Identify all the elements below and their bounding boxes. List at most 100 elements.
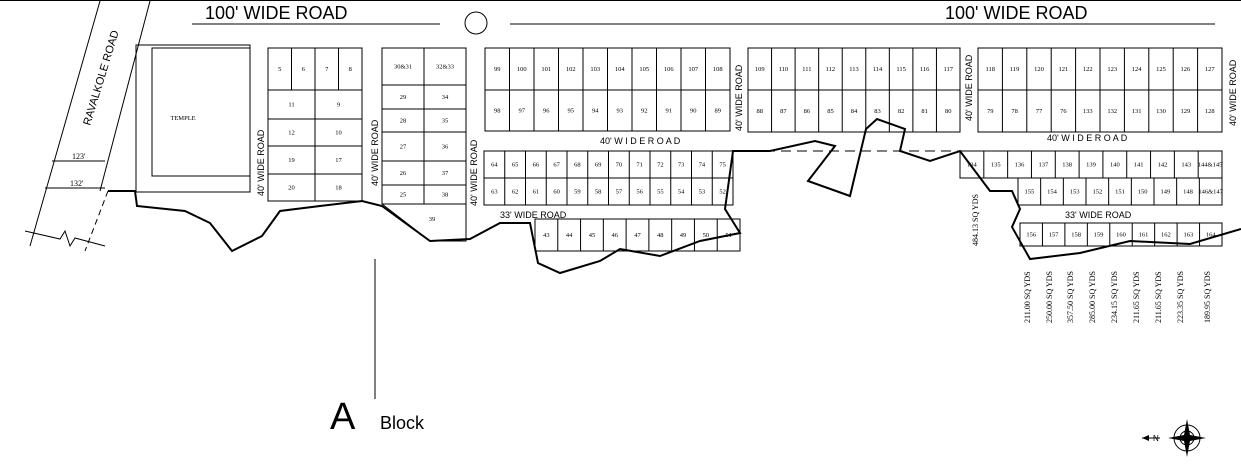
plot-label: 71 <box>636 162 643 169</box>
plot-label: 54 <box>678 189 685 196</box>
plot-area-label: 211.65 SQ YDS <box>1132 271 1141 323</box>
plot-label: 10 <box>335 130 342 137</box>
plot-label: 141 <box>1134 162 1144 169</box>
plot-label: 96 <box>543 108 550 115</box>
plot-label: 127 <box>1205 66 1216 73</box>
plot-area-label: 250.00 SQ YDS <box>1045 271 1054 323</box>
plot-label: 91 <box>666 108 673 115</box>
ravalkole-road-edge <box>84 190 109 252</box>
plot-label: 142 <box>1158 162 1168 169</box>
plot-label: 81 <box>921 108 928 115</box>
plot-area-label: 223.35 SQ YDS <box>1176 271 1185 323</box>
plot-label: 28 <box>400 118 407 125</box>
plot-label: 52 <box>719 189 726 196</box>
plot-label: 154 <box>1047 189 1058 196</box>
block-word: Block <box>380 413 425 433</box>
plot-label: 120 <box>1034 66 1044 73</box>
plot-label: 34 <box>442 94 449 101</box>
plot-label: 83 <box>874 108 881 115</box>
roundabout-circle <box>464 11 488 35</box>
plot-label: 94 <box>592 108 599 115</box>
plot-label: 11 <box>288 102 294 109</box>
plot-label: 19 <box>288 157 295 164</box>
plot-label: 87 <box>780 108 787 115</box>
plot-label: 85 <box>827 108 834 115</box>
plot-label: 123 <box>1107 66 1117 73</box>
plot-area-label: 234.15 SQ YDS <box>1110 271 1119 323</box>
plot-label: 64 <box>491 162 498 169</box>
plot-label: 73 <box>678 162 685 169</box>
plot-label: 70 <box>616 162 623 169</box>
plot-label: 153 <box>1070 189 1080 196</box>
plot-label: 53 <box>699 189 706 196</box>
plot-label: 63 <box>491 189 498 196</box>
break-line <box>24 229 106 248</box>
plot-label: 113 <box>849 66 859 73</box>
plot-label: 114 <box>873 66 883 73</box>
plot-label: 129 <box>1181 108 1191 115</box>
plot-label: 92 <box>641 108 648 115</box>
plot-label: 57 <box>616 189 623 196</box>
plot-area-label: 285.00 SQ YDS <box>1088 271 1097 323</box>
plot-label: 133 <box>1083 108 1093 115</box>
dimension-132: 132' <box>70 179 84 188</box>
road-label-40ft-horizontal: 40' W I D E R O A D <box>600 136 681 146</box>
plot-label: 149 <box>1160 189 1170 196</box>
plot-label: 118 <box>985 66 995 73</box>
plot-label: 61 <box>533 189 540 196</box>
plot-label: 156 <box>1026 232 1037 239</box>
plot-label: 162 <box>1161 232 1171 239</box>
plot-label: 66 <box>533 162 540 169</box>
plot-label: 161 <box>1139 232 1149 239</box>
plot-label: 18 <box>335 185 342 192</box>
road-label-33ft: 33' WIDE ROAD <box>500 210 567 220</box>
plot-label: 20 <box>288 185 295 192</box>
temple-label: TEMPLE <box>170 115 195 122</box>
plot-label: 67 <box>553 162 560 169</box>
plot-area-label: 484.13 SQ YDS <box>971 194 980 246</box>
plot-label: 5 <box>278 66 281 73</box>
plot-label: 119 <box>1010 66 1020 73</box>
plot-label: 84 <box>851 108 858 115</box>
plot-label: 104 <box>615 66 626 73</box>
plot-label: 46 <box>611 232 618 239</box>
plot-label: 58 <box>595 189 602 196</box>
plot-label: 150 <box>1138 189 1148 196</box>
plot-label: 159 <box>1094 232 1104 239</box>
plot-label: 128 <box>1205 108 1215 115</box>
plot-label: 105 <box>639 66 649 73</box>
plot-label: 39 <box>429 216 436 223</box>
plot-label: 121 <box>1059 66 1069 73</box>
plot-label: 103 <box>590 66 600 73</box>
road-label-40ft: 40' WIDE ROAD <box>1228 59 1238 126</box>
plot-label: 108 <box>713 66 723 73</box>
plot-label: 30&31 <box>394 64 412 71</box>
compass-north-label: N <box>1153 434 1159 443</box>
plot-row <box>747 89 961 133</box>
plot-label: 97 <box>519 108 526 115</box>
plot-label: 106 <box>664 66 675 73</box>
plot-label: 101 <box>541 66 551 73</box>
plot-row <box>1017 177 1223 206</box>
plot-label: 136 <box>1015 162 1026 169</box>
plot-area-label: 189.95 SQ YDS <box>1203 271 1212 323</box>
plot-label: 36 <box>442 144 449 151</box>
plot-label: 124 <box>1132 66 1143 73</box>
plot-label: 65 <box>512 162 519 169</box>
plot-label: 90 <box>690 108 697 115</box>
plot-label: 78 <box>1011 108 1018 115</box>
plot-label: 69 <box>595 162 602 169</box>
plot-label: 143 <box>1181 162 1191 169</box>
plot-label: 50 <box>703 232 710 239</box>
plot-label: 79 <box>987 108 994 115</box>
plot-label: 68 <box>574 162 581 169</box>
plot-label: 44 <box>566 232 573 239</box>
plot-label: 74 <box>699 162 706 169</box>
plot-label: 102 <box>566 66 576 73</box>
plot-label: 75 <box>719 162 726 169</box>
plot-label: 45 <box>589 232 596 239</box>
plot-label: 138 <box>1062 162 1072 169</box>
ravalkole-road-edge <box>29 1 101 247</box>
plot-label: 72 <box>657 162 664 169</box>
